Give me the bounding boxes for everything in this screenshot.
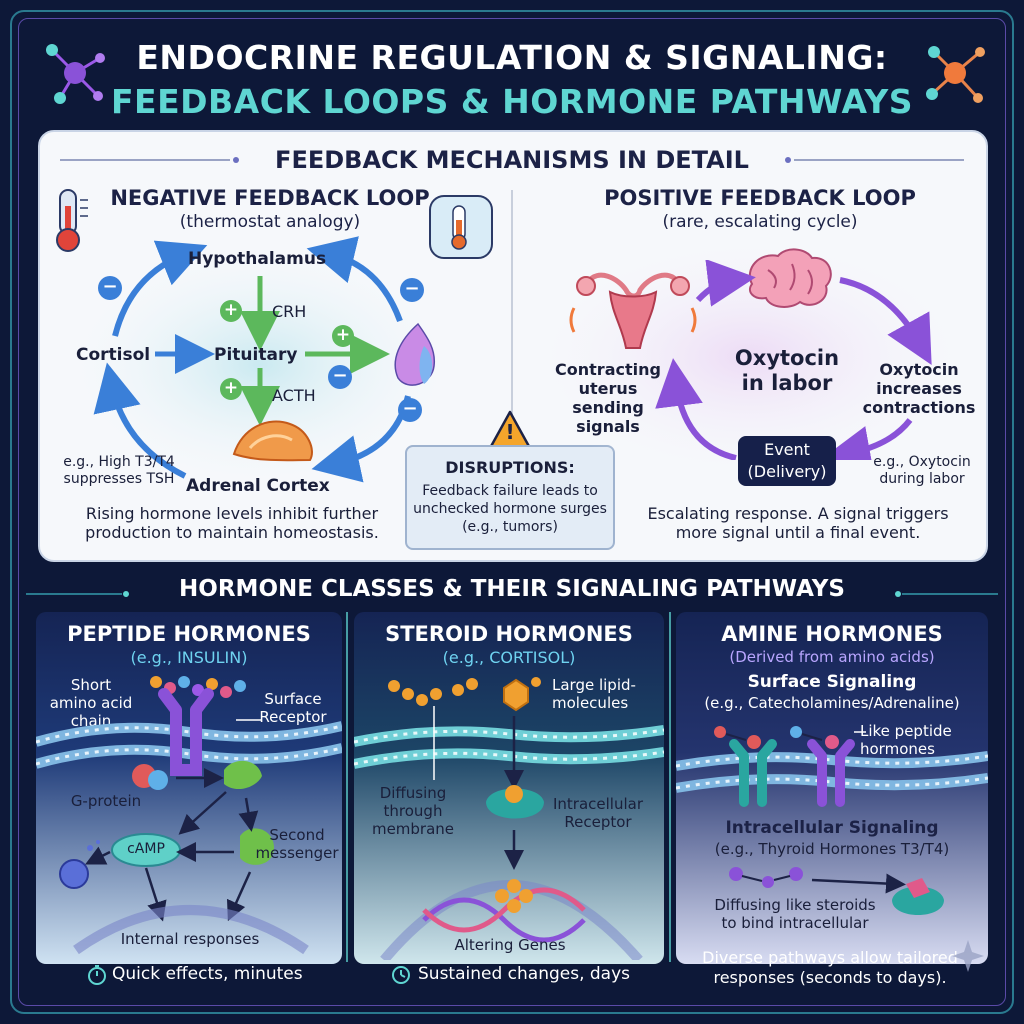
disruptions-box: [405, 445, 615, 550]
stopwatch-icon: [88, 965, 106, 985]
outer-frame: [10, 10, 1014, 1014]
camp-label: cAMP: [127, 841, 165, 857]
negative-loop-subtitle: (thermostat analogy): [179, 212, 361, 232]
disruptions-title: DISRUPTIONS:: [445, 458, 575, 477]
amine-intracellular-diagram: [729, 867, 944, 915]
steroid-diffusing-label: Diffusing through membrane: [371, 784, 455, 838]
peptide-footer: Quick effects, minutes: [112, 964, 303, 984]
oxytocin-increases-label: Oxytocin increases contractions: [862, 360, 976, 417]
classes-section-title: HORMONE CLASSES & THEIR SIGNALING PATHWA…: [179, 576, 845, 602]
inhibit-badge-1: −: [98, 276, 122, 300]
molecule-icon-right: [926, 46, 985, 103]
main-title-line1: ENDOCRINE REGULATION & SIGNALING:: [136, 38, 888, 77]
peptide-diagram: [36, 676, 342, 955]
pituitary-gland-icon: [394, 322, 436, 386]
panel-separator-2: [669, 612, 671, 962]
like-peptide-label: Like peptide hormones: [860, 722, 952, 758]
main-title-line2: FEEDBACK LOOPS & HORMONE PATHWAYS: [110, 82, 913, 121]
label-cortisol: Cortisol: [76, 345, 151, 365]
inner-frame: [18, 18, 1006, 1006]
intracellular-signaling-example: (e.g., Thyroid Hormones T3/T4): [714, 840, 950, 858]
positive-loop-arrows: [655, 260, 932, 460]
panel-divider: [511, 190, 513, 440]
intracellular-signaling-title: Intracellular Signaling: [725, 818, 939, 838]
label-crh: CRH: [272, 302, 307, 321]
steroid-footer: Sustained changes, days: [418, 964, 631, 984]
internal-responses-label: Internal responses: [120, 930, 260, 948]
positive-loop-title: POSITIVE FEEDBACK LOOP: [604, 186, 916, 210]
amine-title: AMINE HORMONES: [721, 622, 943, 646]
positive-center-label: Oxytocin in labor: [734, 346, 840, 395]
amine-surface-diagram: [676, 726, 988, 807]
gprotein-label: G-protein: [70, 792, 142, 810]
amine-subtitle: (Derived from amino acids): [729, 648, 935, 666]
peptide-receptor-label: Surface Receptor: [259, 690, 327, 726]
bottom-section-ornaments: [26, 591, 998, 597]
second-messenger-label: Second messenger: [255, 826, 339, 862]
stimulate-badge-1: +: [220, 300, 242, 322]
amine-diffusing-label: Diffusing like steroids to bind intracel…: [714, 896, 876, 932]
event-delivery-box: Event (Delivery): [738, 436, 836, 486]
brain-icon: [748, 248, 832, 308]
negative-loop-glow: [60, 240, 460, 490]
section-rule: [60, 157, 964, 163]
steroid-diagram: [354, 677, 664, 960]
positive-loop-subtitle: (rare, escalating cycle): [662, 212, 858, 232]
negative-description: Rising hormone levels inhibit further pr…: [85, 504, 379, 542]
inhibit-badge-2: −: [400, 278, 424, 302]
inhibit-badge-4: −: [328, 365, 352, 389]
intracellular-receptor-label: Intracellular Receptor: [552, 795, 643, 831]
panel-separator-1: [346, 612, 348, 962]
positive-example: e.g., Oxytocin during labor: [873, 454, 971, 487]
peptide-title: PEPTIDE HORMONES: [67, 622, 311, 646]
event-delivery-label: Event (Delivery): [747, 440, 827, 481]
thermostat-icon: [429, 195, 493, 259]
molecule-icon-left: [46, 44, 105, 104]
altering-genes-label: Altering Genes: [454, 936, 566, 954]
stimulate-badge-3: +: [332, 325, 354, 347]
disruptions-text: Feedback failure leads to unchecked horm…: [413, 483, 607, 535]
uterus-icon: [569, 272, 697, 349]
feedback-section-title: FEEDBACK MECHANISMS IN DETAIL: [275, 146, 749, 174]
negative-loop-title: NEGATIVE FEEDBACK LOOP: [110, 186, 430, 210]
negative-loop-arrows: [93, 236, 411, 483]
label-adrenal-cortex: Adrenal Cortex: [186, 476, 330, 496]
positive-description: Escalating response. A signal triggers m…: [647, 504, 949, 542]
label-acth: ACTH: [272, 386, 316, 405]
steroid-title: STEROID HORMONES: [385, 622, 633, 646]
peptide-subtitle: (e.g., INSULIN): [130, 648, 248, 667]
steroid-subtitle: (e.g., CORTISOL): [442, 648, 576, 667]
uterus-label: Contracting uterus sending signals: [555, 360, 661, 436]
warning-mark: !: [505, 420, 515, 444]
label-hypothalamus: Hypothalamus: [188, 249, 327, 269]
steroid-large-label: Large lipid- molecules: [552, 676, 636, 712]
negative-example: e.g., High T3/T4 suppresses TSH: [63, 454, 175, 487]
sparkle-icon: [952, 940, 984, 972]
label-pituitary: Pituitary: [214, 345, 298, 365]
inhibit-badge-3: −: [398, 398, 422, 422]
surface-signaling-example: (e.g., Catecholamines/Adrenaline): [704, 694, 960, 712]
clock-icon: [392, 966, 410, 984]
surface-signaling-title: Surface Signaling: [747, 672, 917, 692]
stimulate-badge-2: +: [220, 378, 242, 400]
adrenal-gland-icon: [232, 420, 313, 462]
amine-footer: Diverse pathways allow tailored response…: [702, 948, 958, 987]
thermometer-icon: [56, 189, 88, 252]
